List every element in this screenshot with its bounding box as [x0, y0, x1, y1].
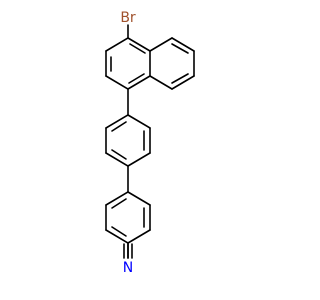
phenyl-ring-2	[105, 191, 151, 244]
bromine-label: Br	[120, 10, 136, 26]
naphthalene-ring-a	[105, 37, 151, 90]
nitrogen-label: N	[123, 260, 133, 276]
structure-diagram: Br	[105, 10, 195, 276]
nitrile-group	[123, 242, 133, 259]
phenyl-ring-1	[105, 114, 151, 167]
naphthalene-ring-b	[149, 37, 195, 90]
molecule-canvas: Br	[105, 10, 195, 276]
